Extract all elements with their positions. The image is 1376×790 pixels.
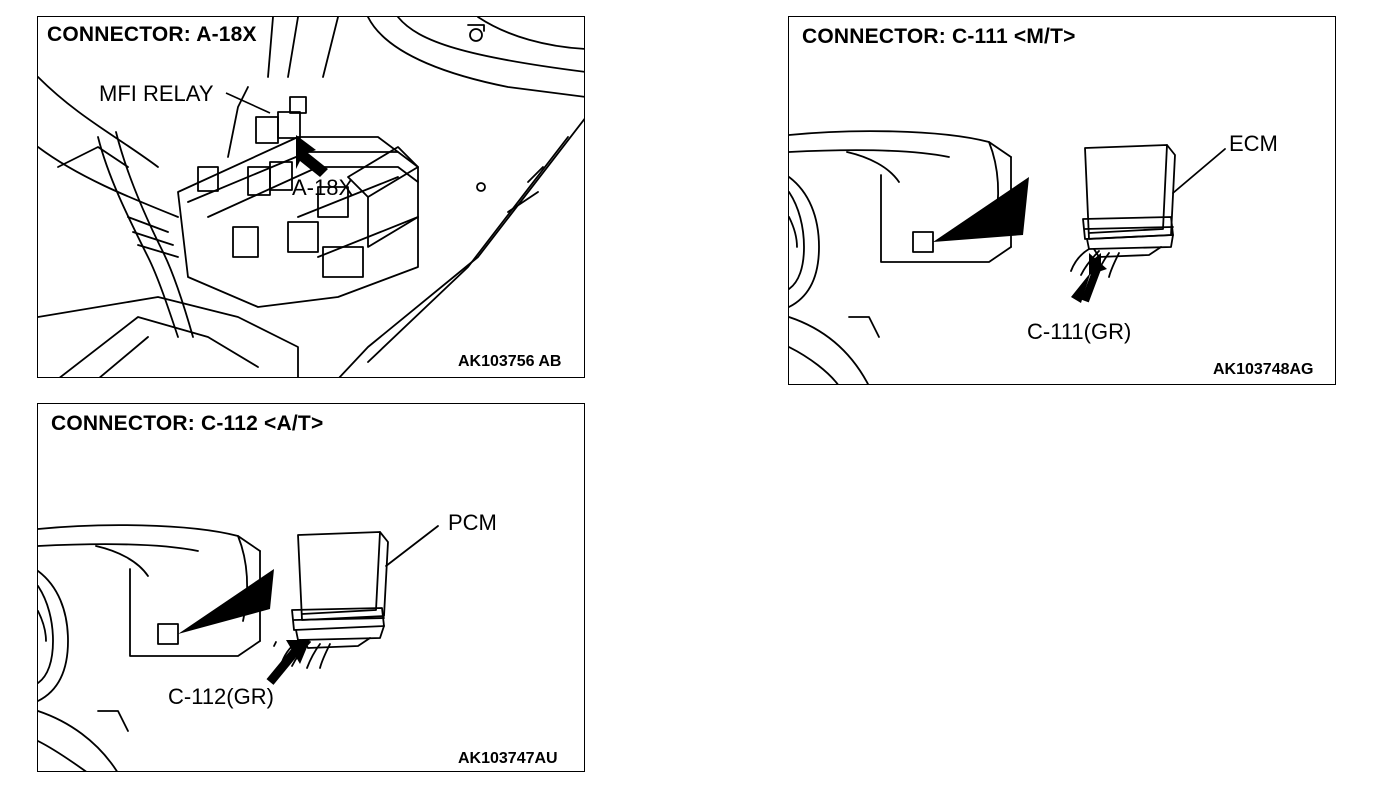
pcm-illustration	[38, 524, 439, 771]
figure-code: AK103748AG	[1213, 361, 1314, 378]
panel-title: CONNECTOR: C-111 <M/T>	[802, 25, 1076, 48]
panel-title: CONNECTOR: A-18X	[47, 23, 257, 46]
location-wedge-icon	[178, 569, 274, 634]
panel-connector-a18x: CONNECTOR: A-18X MFI RELAY A-18X AK10375…	[37, 16, 585, 378]
connector-arrow-icon	[286, 640, 310, 664]
panel-connector-c112: CONNECTOR: C-112 <A/T> PCM C-112(GR) AK1…	[37, 403, 585, 772]
relay-label: MFI RELAY	[98, 81, 215, 107]
unit-label: PCM	[448, 510, 497, 535]
connector-label: A-18X	[292, 175, 354, 200]
unit-label: ECM	[1229, 131, 1278, 156]
figure-code: AK103747AU	[458, 750, 558, 767]
connector-arrow-icon	[296, 135, 328, 177]
connector-arrow-icon	[1071, 253, 1101, 303]
engine-bay-illustration	[38, 17, 584, 377]
figure-code: AK103756 AB	[458, 353, 562, 370]
connector-label: C-112(GR)	[168, 684, 274, 709]
ecm-illustration	[789, 130, 1226, 384]
location-wedge-icon	[933, 177, 1029, 242]
connector-label: C-111(GR)	[1027, 319, 1132, 344]
panel-connector-c111: CONNECTOR: C-111 <M/T> ECM C-111(GR) AK1…	[788, 16, 1336, 385]
panel-title: CONNECTOR: C-112 <A/T>	[51, 412, 324, 435]
